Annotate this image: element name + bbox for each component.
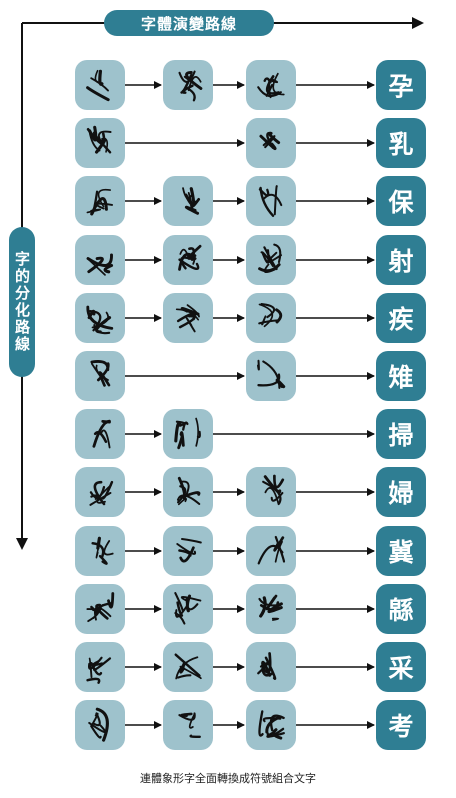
ancient-glyph-stage-3 <box>246 526 296 576</box>
modern-character: 孕 <box>376 60 426 110</box>
modern-character: 掃 <box>376 409 426 459</box>
ancient-glyph-stage-1 <box>75 700 125 750</box>
ancient-glyph-stage-1 <box>75 584 125 634</box>
caption: 連體象形字全面轉換成符號組合文字 <box>140 772 316 785</box>
ancient-glyph-stage-1 <box>75 409 125 459</box>
row-arrows <box>125 81 375 729</box>
ancient-glyph-stage-2 <box>163 642 213 692</box>
ancient-glyph-stage-2 <box>163 409 213 459</box>
modern-character: 婦 <box>376 467 426 517</box>
ancient-glyph-stage-1 <box>75 118 125 168</box>
modern-character: 保 <box>376 176 426 226</box>
ancient-glyph-stage-2 <box>163 293 213 343</box>
ancient-glyph-stage-3 <box>246 235 296 285</box>
ancient-glyph-stage-2 <box>163 60 213 110</box>
ancient-glyph-stage-3 <box>246 700 296 750</box>
ancient-glyph-stage-1 <box>75 467 125 517</box>
ancient-glyph-stage-2 <box>163 700 213 750</box>
modern-character: 乳 <box>376 118 426 168</box>
ancient-glyph-stage-1 <box>75 235 125 285</box>
modern-character: 疾 <box>376 293 426 343</box>
ancient-glyph-stage-1 <box>75 642 125 692</box>
ancient-glyph-stage-3 <box>246 293 296 343</box>
ancient-glyph-stage-3 <box>246 584 296 634</box>
ancient-glyph-stage-1 <box>75 351 125 401</box>
ancient-glyph-stage-3 <box>246 351 296 401</box>
ancient-glyph-stage-3 <box>246 60 296 110</box>
ancient-glyph-stage-2 <box>163 467 213 517</box>
ancient-glyph-stage-2 <box>163 235 213 285</box>
modern-character: 射 <box>376 235 426 285</box>
ancient-glyph-stage-2 <box>163 584 213 634</box>
modern-character: 緜 <box>376 584 426 634</box>
modern-character: 采 <box>376 642 426 692</box>
modern-character: 考 <box>376 700 426 750</box>
ancient-glyph-stage-2 <box>163 526 213 576</box>
ancient-glyph-stage-3 <box>246 642 296 692</box>
ancient-glyph-stage-1 <box>75 176 125 226</box>
ancient-glyph-stage-1 <box>75 60 125 110</box>
modern-character: 雉 <box>376 351 426 401</box>
modern-character: 冀 <box>376 526 426 576</box>
ancient-glyph-stage-3 <box>246 176 296 226</box>
ancient-glyph-stage-2 <box>163 176 213 226</box>
ancient-glyph-stage-1 <box>75 526 125 576</box>
ancient-glyph-stage-1 <box>75 293 125 343</box>
ancient-glyph-stage-3 <box>246 467 296 517</box>
differentiation-route-label: 字的分化路線 <box>9 227 35 377</box>
evolution-route-label: 字體演變路線 <box>104 10 274 36</box>
ancient-glyph-stage-3 <box>246 118 296 168</box>
